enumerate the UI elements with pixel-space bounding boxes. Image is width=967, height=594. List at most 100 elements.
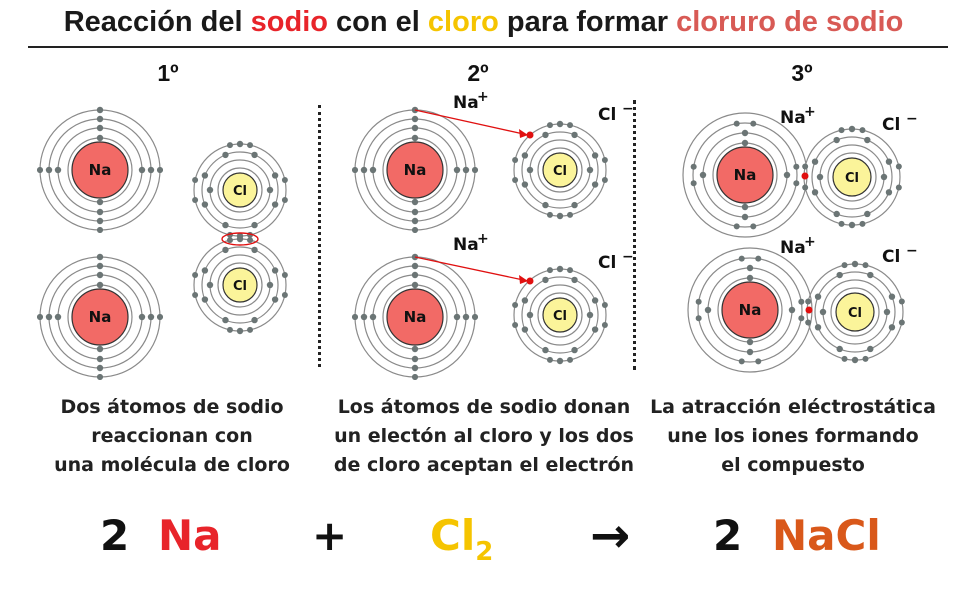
sodium-label: Na: [404, 161, 427, 179]
page-title: Reacción del sodio con el cloro para for…: [0, 6, 967, 39]
electron: [833, 210, 840, 218]
electron: [54, 166, 62, 174]
electron: [472, 314, 478, 320]
eq-product: NaCl: [772, 511, 881, 560]
chlorine-label: Cl: [233, 279, 247, 294]
electron: [690, 163, 697, 170]
electron: [741, 139, 749, 147]
electron: [851, 260, 859, 268]
electron: [851, 356, 859, 364]
electron-shell: [697, 257, 803, 363]
eq-chlorine-symbol: Cl: [430, 511, 476, 560]
electron: [192, 176, 199, 183]
electron: [542, 131, 549, 139]
electron: [411, 115, 419, 123]
electron-shell: [217, 167, 263, 213]
electron: [601, 322, 608, 329]
electron: [741, 203, 749, 211]
electron: [859, 220, 866, 227]
electron: [841, 355, 848, 362]
electron: [816, 173, 824, 181]
electron: [898, 298, 905, 305]
electron: [836, 271, 843, 279]
electron: [201, 267, 209, 274]
sodium-ion-nucleus: [716, 146, 774, 204]
electron: [546, 267, 553, 274]
electron: [798, 298, 805, 305]
electron: [895, 163, 902, 170]
electron: [526, 311, 534, 319]
electron: [97, 254, 103, 260]
electron: [138, 166, 146, 174]
electron: [226, 237, 233, 244]
electron-shell: [537, 147, 583, 193]
chlorine-label: Cl: [848, 306, 862, 321]
chloride-ion-label-bottom-symbol: Cl: [598, 253, 616, 273]
electron: [811, 189, 819, 196]
sodium-ion-symbol: Na: [739, 301, 762, 319]
electron: [836, 345, 843, 353]
title-product: cloruro de sodio: [676, 6, 904, 38]
sodium-ion-label-top: Na+: [453, 89, 489, 113]
transferred-electron: [526, 277, 534, 285]
electron: [586, 311, 594, 319]
electron: [848, 221, 856, 229]
electron: [411, 345, 419, 353]
electron: [281, 271, 288, 278]
eq-reactant-sodium: Na: [158, 511, 222, 560]
electron: [521, 181, 529, 188]
title-sodium: sodio: [250, 6, 328, 38]
electron-shell: [201, 246, 279, 324]
electron: [96, 115, 104, 123]
step-label-2: 2º: [467, 60, 489, 86]
electron: [96, 345, 104, 353]
electron: [699, 171, 707, 179]
electron: [251, 316, 258, 324]
electron: [841, 262, 848, 269]
electron: [247, 142, 254, 149]
electron: [412, 227, 418, 233]
electron: [222, 246, 229, 254]
electron: [512, 322, 519, 329]
electron: [96, 262, 104, 270]
electron: [695, 298, 702, 305]
chloride-ion-label-top-symbol: Cl: [598, 105, 616, 125]
electron: [591, 181, 599, 188]
electron: [138, 313, 146, 321]
electron: [567, 267, 574, 274]
caption-step-3: La atracción eléctrostática une los ione…: [643, 393, 943, 480]
electron: [888, 293, 896, 300]
divider-1: [318, 105, 321, 367]
electron: [814, 324, 822, 331]
chloride-ion-label-step3-top: Cl−: [882, 111, 918, 135]
electron: [226, 142, 233, 149]
chlorine-nucleus: [222, 267, 258, 303]
electron: [206, 186, 214, 194]
electron: [741, 213, 749, 221]
electron: [859, 127, 866, 134]
electron-shell: [811, 136, 893, 218]
electron: [281, 176, 288, 183]
electron: [833, 136, 840, 144]
electron: [251, 246, 258, 254]
electron: [802, 184, 809, 191]
electron: [746, 348, 754, 356]
electron: [369, 313, 377, 321]
sodium-ion-label-step3-top-symbol: Na: [780, 108, 806, 128]
electron: [601, 177, 608, 184]
electron: [591, 326, 599, 333]
electron: [45, 166, 53, 174]
electron: [360, 313, 368, 321]
electron: [54, 313, 62, 321]
eq-arrow: →: [590, 508, 631, 564]
eq-reactant-chlorine: Cl2: [430, 506, 493, 582]
electron: [37, 314, 43, 320]
electron: [266, 186, 274, 194]
electron: [885, 158, 893, 165]
chlorine-nucleus: [222, 172, 258, 208]
electron: [793, 180, 800, 187]
electron: [96, 355, 104, 363]
sodium-ion-symbol: Na: [734, 166, 757, 184]
electron: [206, 281, 214, 289]
